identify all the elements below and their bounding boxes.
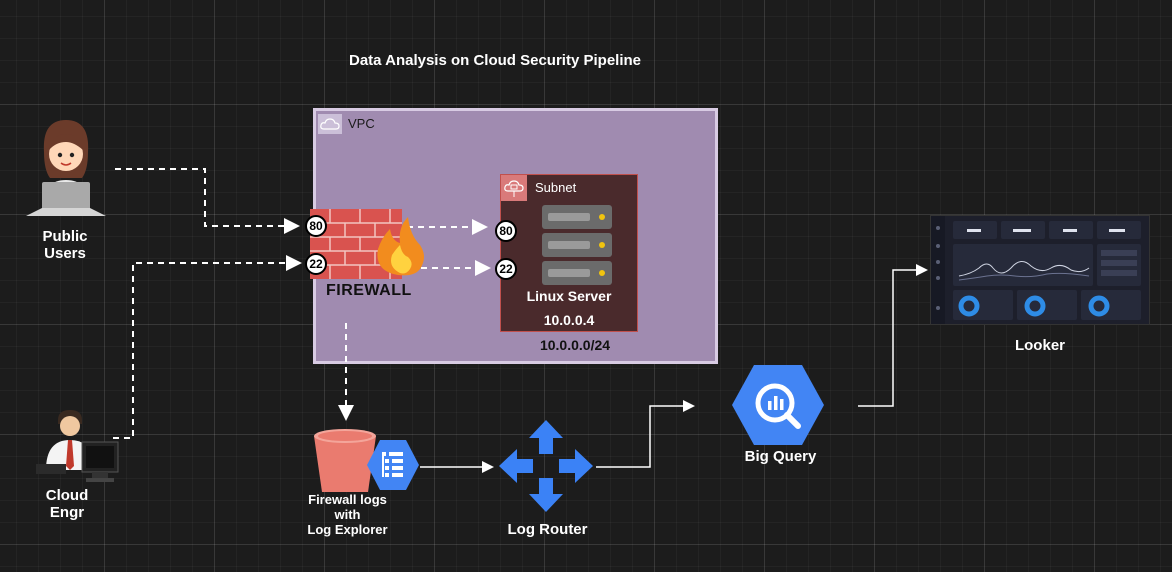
firewall-port-80: 80 <box>305 215 327 237</box>
firewall-logs-line2: with <box>334 507 361 522</box>
public-users-label: Public Users <box>30 228 100 262</box>
person-laptop-icon <box>26 120 106 216</box>
bigquery-label: Big Query <box>744 448 817 465</box>
bigquery-icon <box>732 365 824 445</box>
looker-label: Looker <box>1014 337 1065 354</box>
server-name: Linux Server <box>526 288 612 304</box>
diagram-title: Data Analysis on Cloud Security Pipeline <box>348 52 642 69</box>
server-port-80: 80 <box>495 220 517 242</box>
engineer-computer-icon <box>36 410 119 482</box>
firewall-label: FIREWALL <box>326 282 412 299</box>
cloud-engr-line1: Cloud <box>45 487 89 504</box>
server-port-22: 22 <box>495 258 517 280</box>
firewall-icon <box>310 209 424 279</box>
server-icon <box>542 205 612 285</box>
firewall-logs-line3: Log Explorer <box>307 522 388 537</box>
cloud-engr-line2: Engr <box>49 504 85 521</box>
public-users-line2: Users <box>44 245 86 262</box>
server-ip: 10.0.0.4 <box>543 312 595 328</box>
cloud-icon <box>318 114 342 134</box>
subnet-cloud-icon <box>501 175 527 201</box>
log-router-label: Log Router <box>507 521 588 538</box>
bucket-icon <box>314 429 376 492</box>
vpc-label: VPC <box>348 116 375 131</box>
firewall-logs-label: Firewall logs with Log Explorer <box>290 492 405 537</box>
router-icon <box>499 420 593 512</box>
firewall-port-22: 22 <box>305 253 327 275</box>
subnet-cidr: 10.0.0.0/24 <box>539 337 611 353</box>
subnet-label: Subnet <box>535 180 577 195</box>
firewall-logs-line1: Firewall logs <box>308 492 387 507</box>
public-users-line1: Public <box>42 228 88 245</box>
log-explorer-icon <box>367 440 419 490</box>
dashboard-screenshot <box>930 215 1150 325</box>
cloud-engr-label: Cloud Engr <box>32 487 102 521</box>
